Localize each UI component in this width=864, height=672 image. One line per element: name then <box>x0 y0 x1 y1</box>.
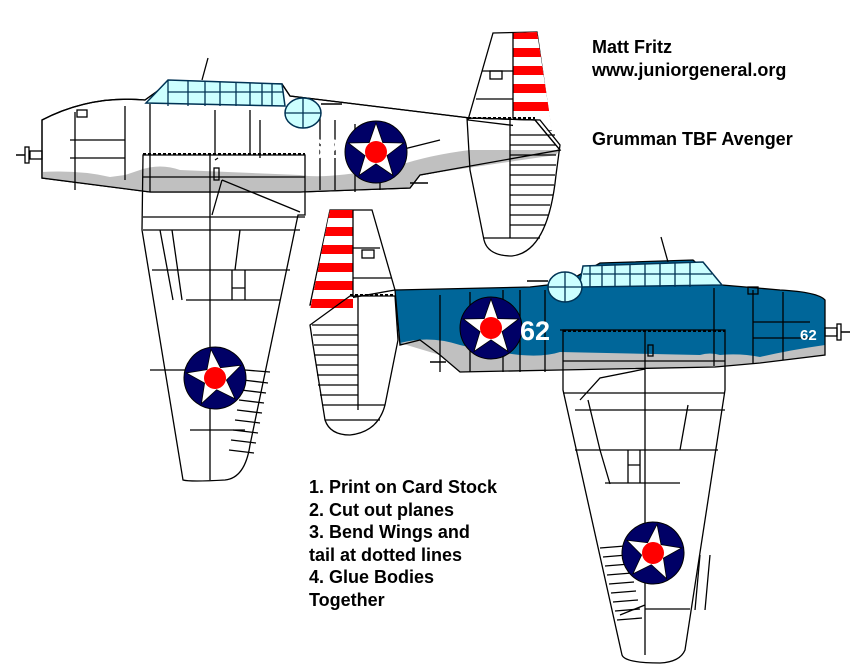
plane-left-facing: 62 62 <box>16 31 562 482</box>
author-name: Matt Fritz <box>592 37 672 57</box>
aircraft-title: Grumman TBF Avenger <box>592 129 793 149</box>
antenna-2 <box>660 236 669 263</box>
credits-block: Matt Fritz www.juniorgeneral.org <box>592 36 786 82</box>
plane-right-facing: 62 62 <box>309 209 850 664</box>
fuselage-roundel-1 <box>344 120 408 184</box>
instruction-line: 2. Cut out planes <box>309 499 455 520</box>
fuselage-roundel-2 <box>459 296 523 360</box>
instruction-line: tail at dotted lines <box>309 544 463 565</box>
rudder-stripes-1 <box>513 32 552 130</box>
wing-roundel-1 <box>179 342 251 414</box>
canopy-2 <box>527 236 724 303</box>
website-link[interactable]: www.juniorgeneral.org <box>592 60 787 80</box>
stabilizer-1 <box>466 117 561 257</box>
propeller-hub-1 <box>16 146 43 164</box>
instruction-line: 3. Bend Wings and <box>309 522 470 542</box>
assembly-instructions: 1. Print on Card Stock 2. Cut out planes… <box>309 476 497 611</box>
instruction-line: Together <box>309 589 385 610</box>
stabilizer-2 <box>309 294 399 436</box>
tail-fin-1 <box>467 31 552 131</box>
instruction-line: 1. Print on Card Stock <box>309 477 498 497</box>
propeller-hub-2 <box>824 323 850 341</box>
nose-number-1: 62 <box>46 150 63 167</box>
nose-number-2: 62 <box>800 327 817 344</box>
wing-2 <box>562 329 726 664</box>
fuselage-number-2: 62 <box>520 316 550 346</box>
instruction-line: 4. Glue Bodies <box>309 567 435 587</box>
antenna-1 <box>201 57 209 81</box>
fuselage-1 <box>41 81 562 193</box>
wing-roundel-2 <box>617 517 689 589</box>
fuselage-number-1: 62 <box>310 134 340 164</box>
canopy-1 <box>144 57 342 129</box>
rudder-stripes-2 <box>310 210 353 310</box>
wing-1 <box>141 153 306 482</box>
